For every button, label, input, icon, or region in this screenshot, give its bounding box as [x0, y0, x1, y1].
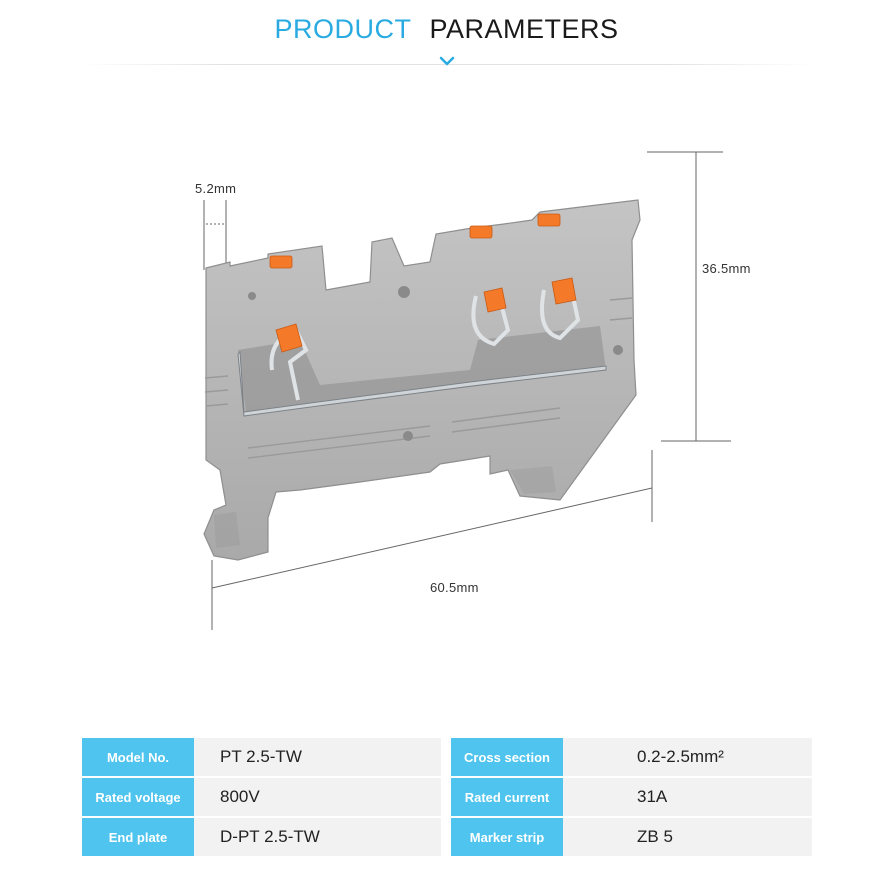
spec-label: End plate — [82, 818, 194, 856]
dim-label-length: 60.5mm — [430, 580, 479, 595]
terminal-block-drawing — [203, 151, 731, 630]
release-button-1 — [269, 255, 293, 269]
spec-value: ZB 5 — [563, 818, 812, 856]
title-parameters: PARAMETERS — [429, 14, 619, 44]
section-header: PRODUCT PARAMETERS — [0, 14, 893, 45]
spec-value: D-PT 2.5-TW — [194, 818, 441, 856]
chevron-down-icon — [439, 56, 455, 66]
spec-label: Rated current — [451, 778, 563, 816]
dim-label-height: 36.5mm — [702, 261, 751, 276]
section-title: PRODUCT PARAMETERS — [0, 14, 893, 45]
spec-row: End plate D-PT 2.5-TW Marker strip ZB 5 — [82, 818, 812, 856]
dim-60-5-diagonal — [211, 487, 653, 589]
spec-label: Cross section — [451, 738, 563, 776]
spec-value: 31A — [563, 778, 812, 816]
spec-value: 0.2-2.5mm² — [563, 738, 812, 776]
spec-label: Rated voltage — [82, 778, 194, 816]
spec-label: Marker strip — [451, 818, 563, 856]
terminal-block-body — [203, 199, 641, 561]
dimension-lines — [203, 151, 731, 630]
spec-label: Model No. — [82, 738, 194, 776]
spec-row: Model No. PT 2.5-TW Cross section 0.2-2.… — [82, 738, 812, 776]
spec-row: Rated voltage 800V Rated current 31A — [82, 778, 812, 816]
release-lever-2 — [483, 287, 507, 313]
dim-label-width: 5.2mm — [195, 181, 237, 196]
title-product: PRODUCT — [274, 14, 412, 44]
release-button-3 — [537, 213, 561, 227]
spec-value: PT 2.5-TW — [194, 738, 441, 776]
release-lever-1 — [275, 323, 303, 353]
spec-value: 800V — [194, 778, 441, 816]
release-lever-3 — [551, 277, 577, 305]
release-button-2 — [469, 225, 493, 239]
release-buttons — [269, 213, 577, 353]
